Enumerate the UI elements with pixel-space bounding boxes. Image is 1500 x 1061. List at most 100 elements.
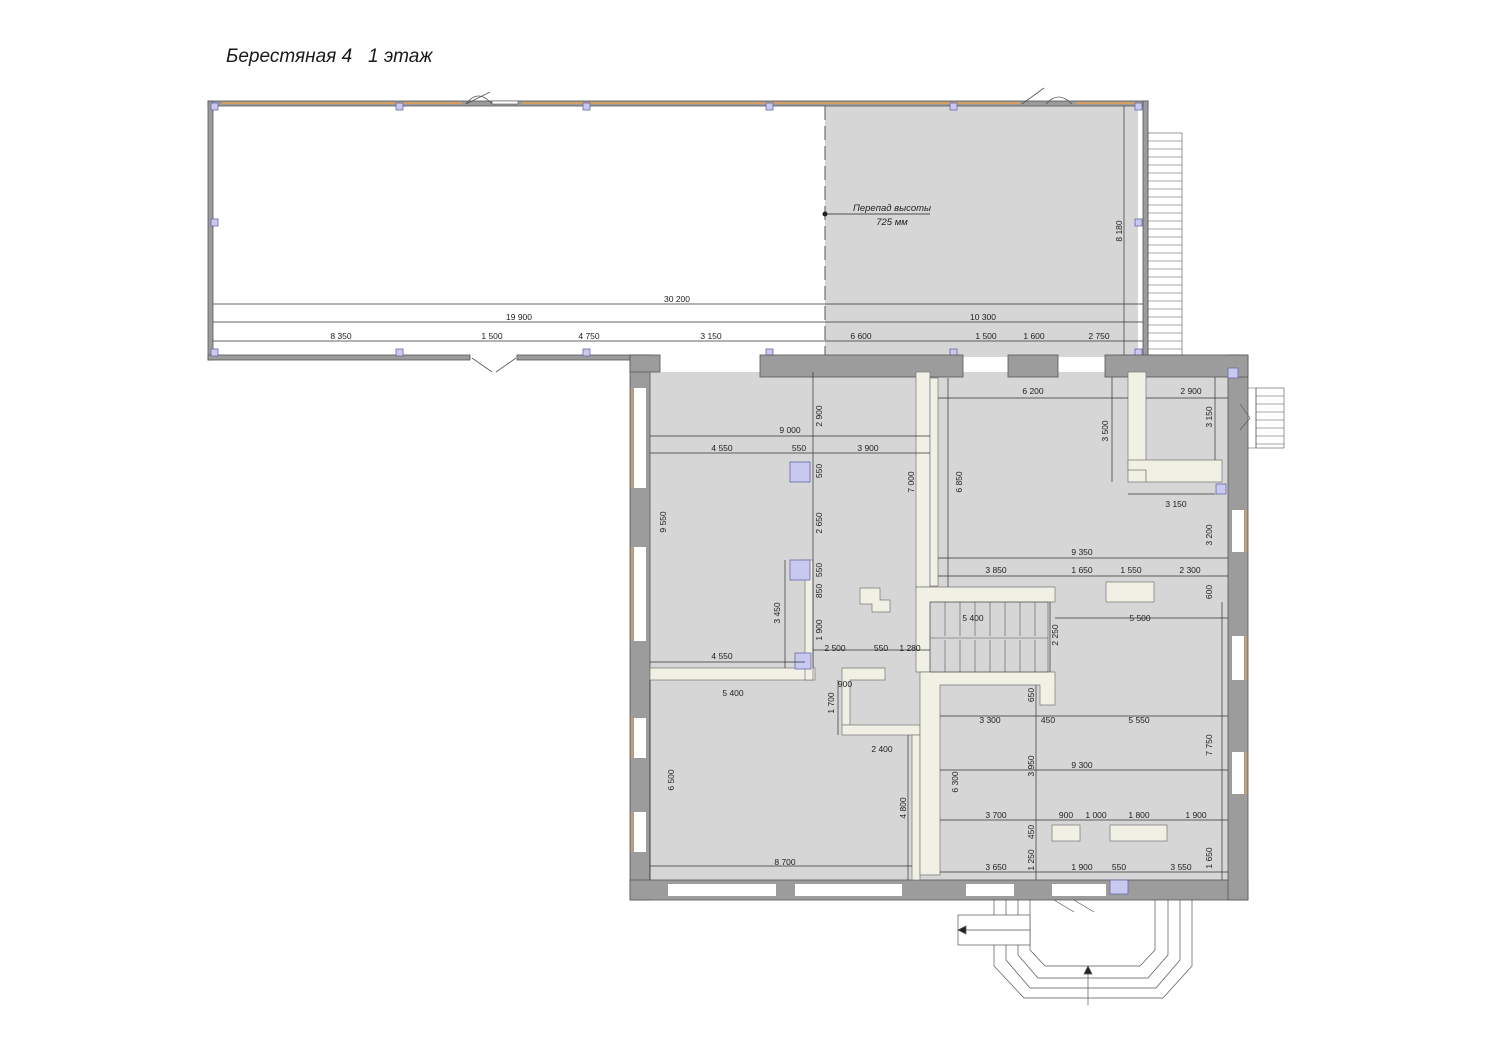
dim-label: 2 650 [814,512,824,534]
dim-label: 5 500 [1129,613,1151,623]
north-wing: Перепад высоты 725 мм [207,87,1183,373]
east-wall-main [1227,354,1249,901]
dim-label: 4 800 [898,797,908,819]
dim-label: 2 900 [1180,386,1202,396]
dim-label: 30 200 [664,294,690,304]
dim-label: 3 300 [979,715,1001,725]
main-block [629,354,1285,1005]
door-north-1-leaf [491,100,519,105]
dim-label: 550 [1112,862,1126,872]
dim-label: 1 600 [1023,331,1045,341]
dim-label: 19 900 [506,312,532,322]
dim-label: 1 900 [1071,862,1093,872]
dim-label: 1 900 [1185,810,1207,820]
door-south-north-wing [471,357,517,373]
dim-label: 1 700 [826,692,836,714]
dim-label: 3 950 [1026,755,1036,777]
dim-label: 9 000 [779,425,801,435]
dim-label: 5 400 [722,688,744,698]
north-wall-main-pier [1007,354,1059,378]
dim-label: 3 450 [772,602,782,624]
east-stair-main [1239,387,1285,449]
dim-label: 1 800 [1128,810,1150,820]
main-columns [789,367,1239,895]
dim-label: 9 350 [1071,547,1093,557]
east-windows [1232,510,1244,794]
west-windows [634,388,646,852]
page-title: Берестяная 4 1 этаж [226,46,433,67]
east-stair-north [1147,132,1183,356]
column [789,461,811,483]
dim-label: 2 300 [1179,565,1201,575]
south-wall-north-wing-right [516,354,631,361]
dim-label: 2 500 [824,643,846,653]
column [794,652,812,670]
dim-label: 2 750 [1088,331,1110,341]
dim-label: 8 700 [774,857,796,867]
dim-label: 10 300 [970,312,996,322]
dim-label: 450 [1041,715,1055,725]
dim-label: 1 000 [1085,810,1107,820]
door-north-2 [1021,87,1073,105]
dim-label: 1 650 [1204,847,1214,869]
dimension-labels: 30 200 19 900 10 300 8 350 1 500 4 750 3… [330,220,1214,872]
dimension-lines [213,106,1228,880]
north-wall-main-left [629,354,661,373]
dim-label: 1 900 [814,619,824,641]
dim-label: 7 750 [1204,734,1214,756]
dim-label: 1 280 [899,643,921,653]
dim-label: 4 750 [578,331,600,341]
dim-label: 550 [814,563,824,577]
dim-label: 5 400 [962,613,984,623]
height-note-line1: Перепад высоты [853,203,931,214]
dim-label: 650 [1026,688,1036,702]
dim-label: 450 [1026,825,1036,839]
dim-label: 7 000 [906,471,916,493]
column [1109,879,1129,895]
north-wall-main-right [1104,354,1249,378]
dim-label: 550 [792,443,806,453]
dim-label: 5 550 [1128,715,1150,725]
dim-label: 4 550 [711,651,733,661]
dim-label: 600 [1204,585,1214,599]
dim-label: 850 [814,584,824,598]
dim-label: 6 300 [950,771,960,793]
south-windows [668,884,1106,896]
north-wall-main-mid [759,354,964,378]
dim-label: 9 550 [658,511,668,533]
dim-label: 3 150 [1204,406,1214,428]
dim-label: 6 850 [954,471,964,493]
dim-label: 2 400 [871,744,893,754]
east-wall-north-wing [1142,100,1149,361]
column [789,559,811,581]
dim-label: 3 500 [1100,420,1110,442]
dim-label: 1 500 [975,331,997,341]
dim-label: 3 650 [985,862,1007,872]
interior-stair [929,601,1049,673]
dim-label: 1 650 [1071,565,1093,575]
dim-label: 550 [814,464,824,478]
dim-label: 8 180 [1114,220,1124,242]
height-note-line2: 725 мм [876,217,908,228]
dim-label: 3 200 [1204,524,1214,546]
dim-label: 6 500 [666,769,676,791]
dim-label: 900 [838,679,852,689]
dim-label: 3 150 [700,331,722,341]
dim-label: 8 350 [330,331,352,341]
dim-label: 3 550 [1170,862,1192,872]
raised-floor-zone [825,106,1138,357]
column [1227,367,1239,379]
south-entrance [957,899,1193,1005]
dim-label: 3 700 [985,810,1007,820]
dim-label: 550 [874,643,888,653]
dim-label: 6 600 [850,331,872,341]
dim-label: 2 900 [814,405,824,427]
dim-label: 3 850 [985,565,1007,575]
dim-label: 1 500 [481,331,503,341]
dim-label: 1 550 [1120,565,1142,575]
dim-label: 2 250 [1050,624,1060,646]
dim-label: 6 200 [1022,386,1044,396]
dim-label: 3 150 [1165,499,1187,509]
dim-label: 4 550 [711,443,733,453]
